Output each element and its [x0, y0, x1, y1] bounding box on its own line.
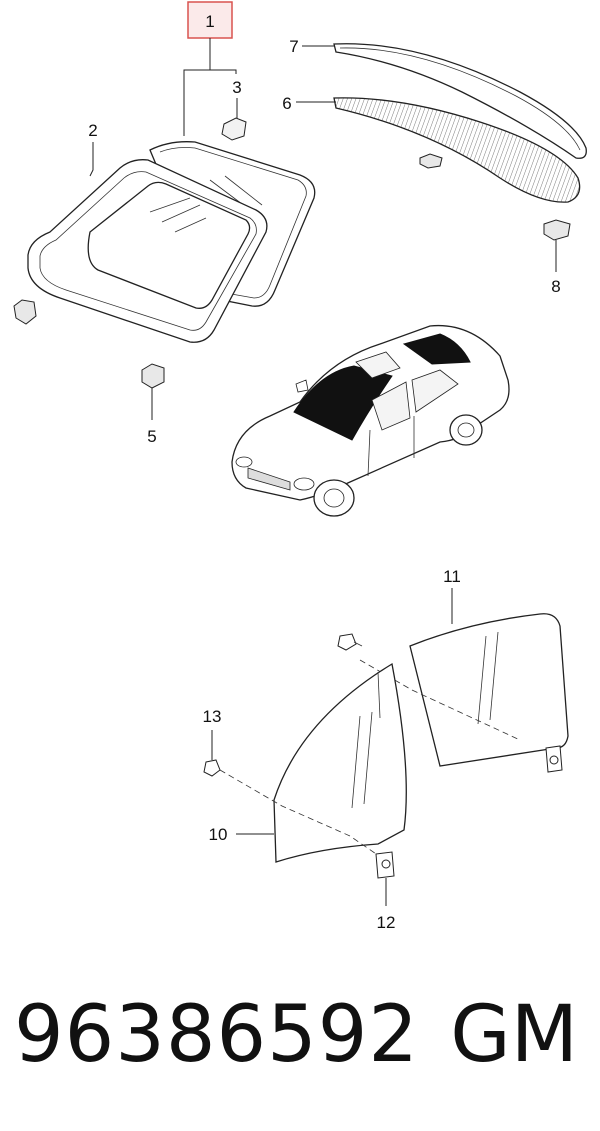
callout-label: 5 — [147, 427, 156, 446]
rear-door-glass — [409, 613, 569, 767]
callout-5: 5 — [141, 363, 165, 446]
footer: 96386592 GM — [0, 985, 600, 1095]
callout-label: 10 — [209, 825, 228, 844]
clip-part-5 — [141, 363, 165, 389]
rear-window-molding — [333, 43, 587, 159]
callout-label: 2 — [88, 121, 97, 140]
callout-2: 2 — [88, 121, 98, 177]
sedan-illustration — [231, 324, 510, 517]
brand-name: GM — [450, 990, 578, 1080]
rear-assembly-dash — [359, 659, 521, 741]
part-number: 96386592 — [14, 990, 420, 1080]
callout-label: 8 — [551, 277, 560, 296]
callout-label: 6 — [282, 94, 291, 113]
callout-label: 12 — [377, 913, 396, 932]
screw-top — [337, 633, 357, 651]
callout-label: 7 — [289, 37, 298, 56]
callout-11: 11 — [443, 567, 461, 624]
callout-10: 10 — [209, 825, 274, 844]
front-assembly-dash — [219, 769, 383, 859]
callout-3: 3 — [232, 78, 242, 118]
parts-diagram: 1 3 2 5 7 — [13, 1, 587, 932]
rear-window-glass — [333, 97, 581, 203]
leader-1b — [210, 69, 237, 74]
leader-1 — [183, 38, 211, 136]
callout-12: 12 — [375, 851, 396, 932]
clip-left — [13, 299, 37, 325]
callout-1: 1 — [187, 1, 233, 39]
callout-7: 7 — [289, 37, 336, 56]
front-door-glass — [273, 662, 407, 863]
callout-6: 6 — [282, 94, 336, 113]
clip-part-3 — [221, 117, 247, 141]
windshield-molding — [27, 159, 268, 343]
bracket-part-12 — [375, 851, 395, 879]
callout-8: 8 — [543, 219, 571, 296]
callout-label: 13 — [203, 707, 222, 726]
callout-13: 13 — [203, 707, 222, 777]
callout-label: 3 — [232, 78, 241, 97]
screw-part-13 — [203, 759, 221, 777]
clip-part-8 — [543, 219, 571, 241]
bracket-rear — [545, 745, 563, 773]
callout-label: 11 — [443, 567, 461, 586]
callout-label: 1 — [205, 12, 214, 31]
clip-rear — [419, 153, 443, 169]
